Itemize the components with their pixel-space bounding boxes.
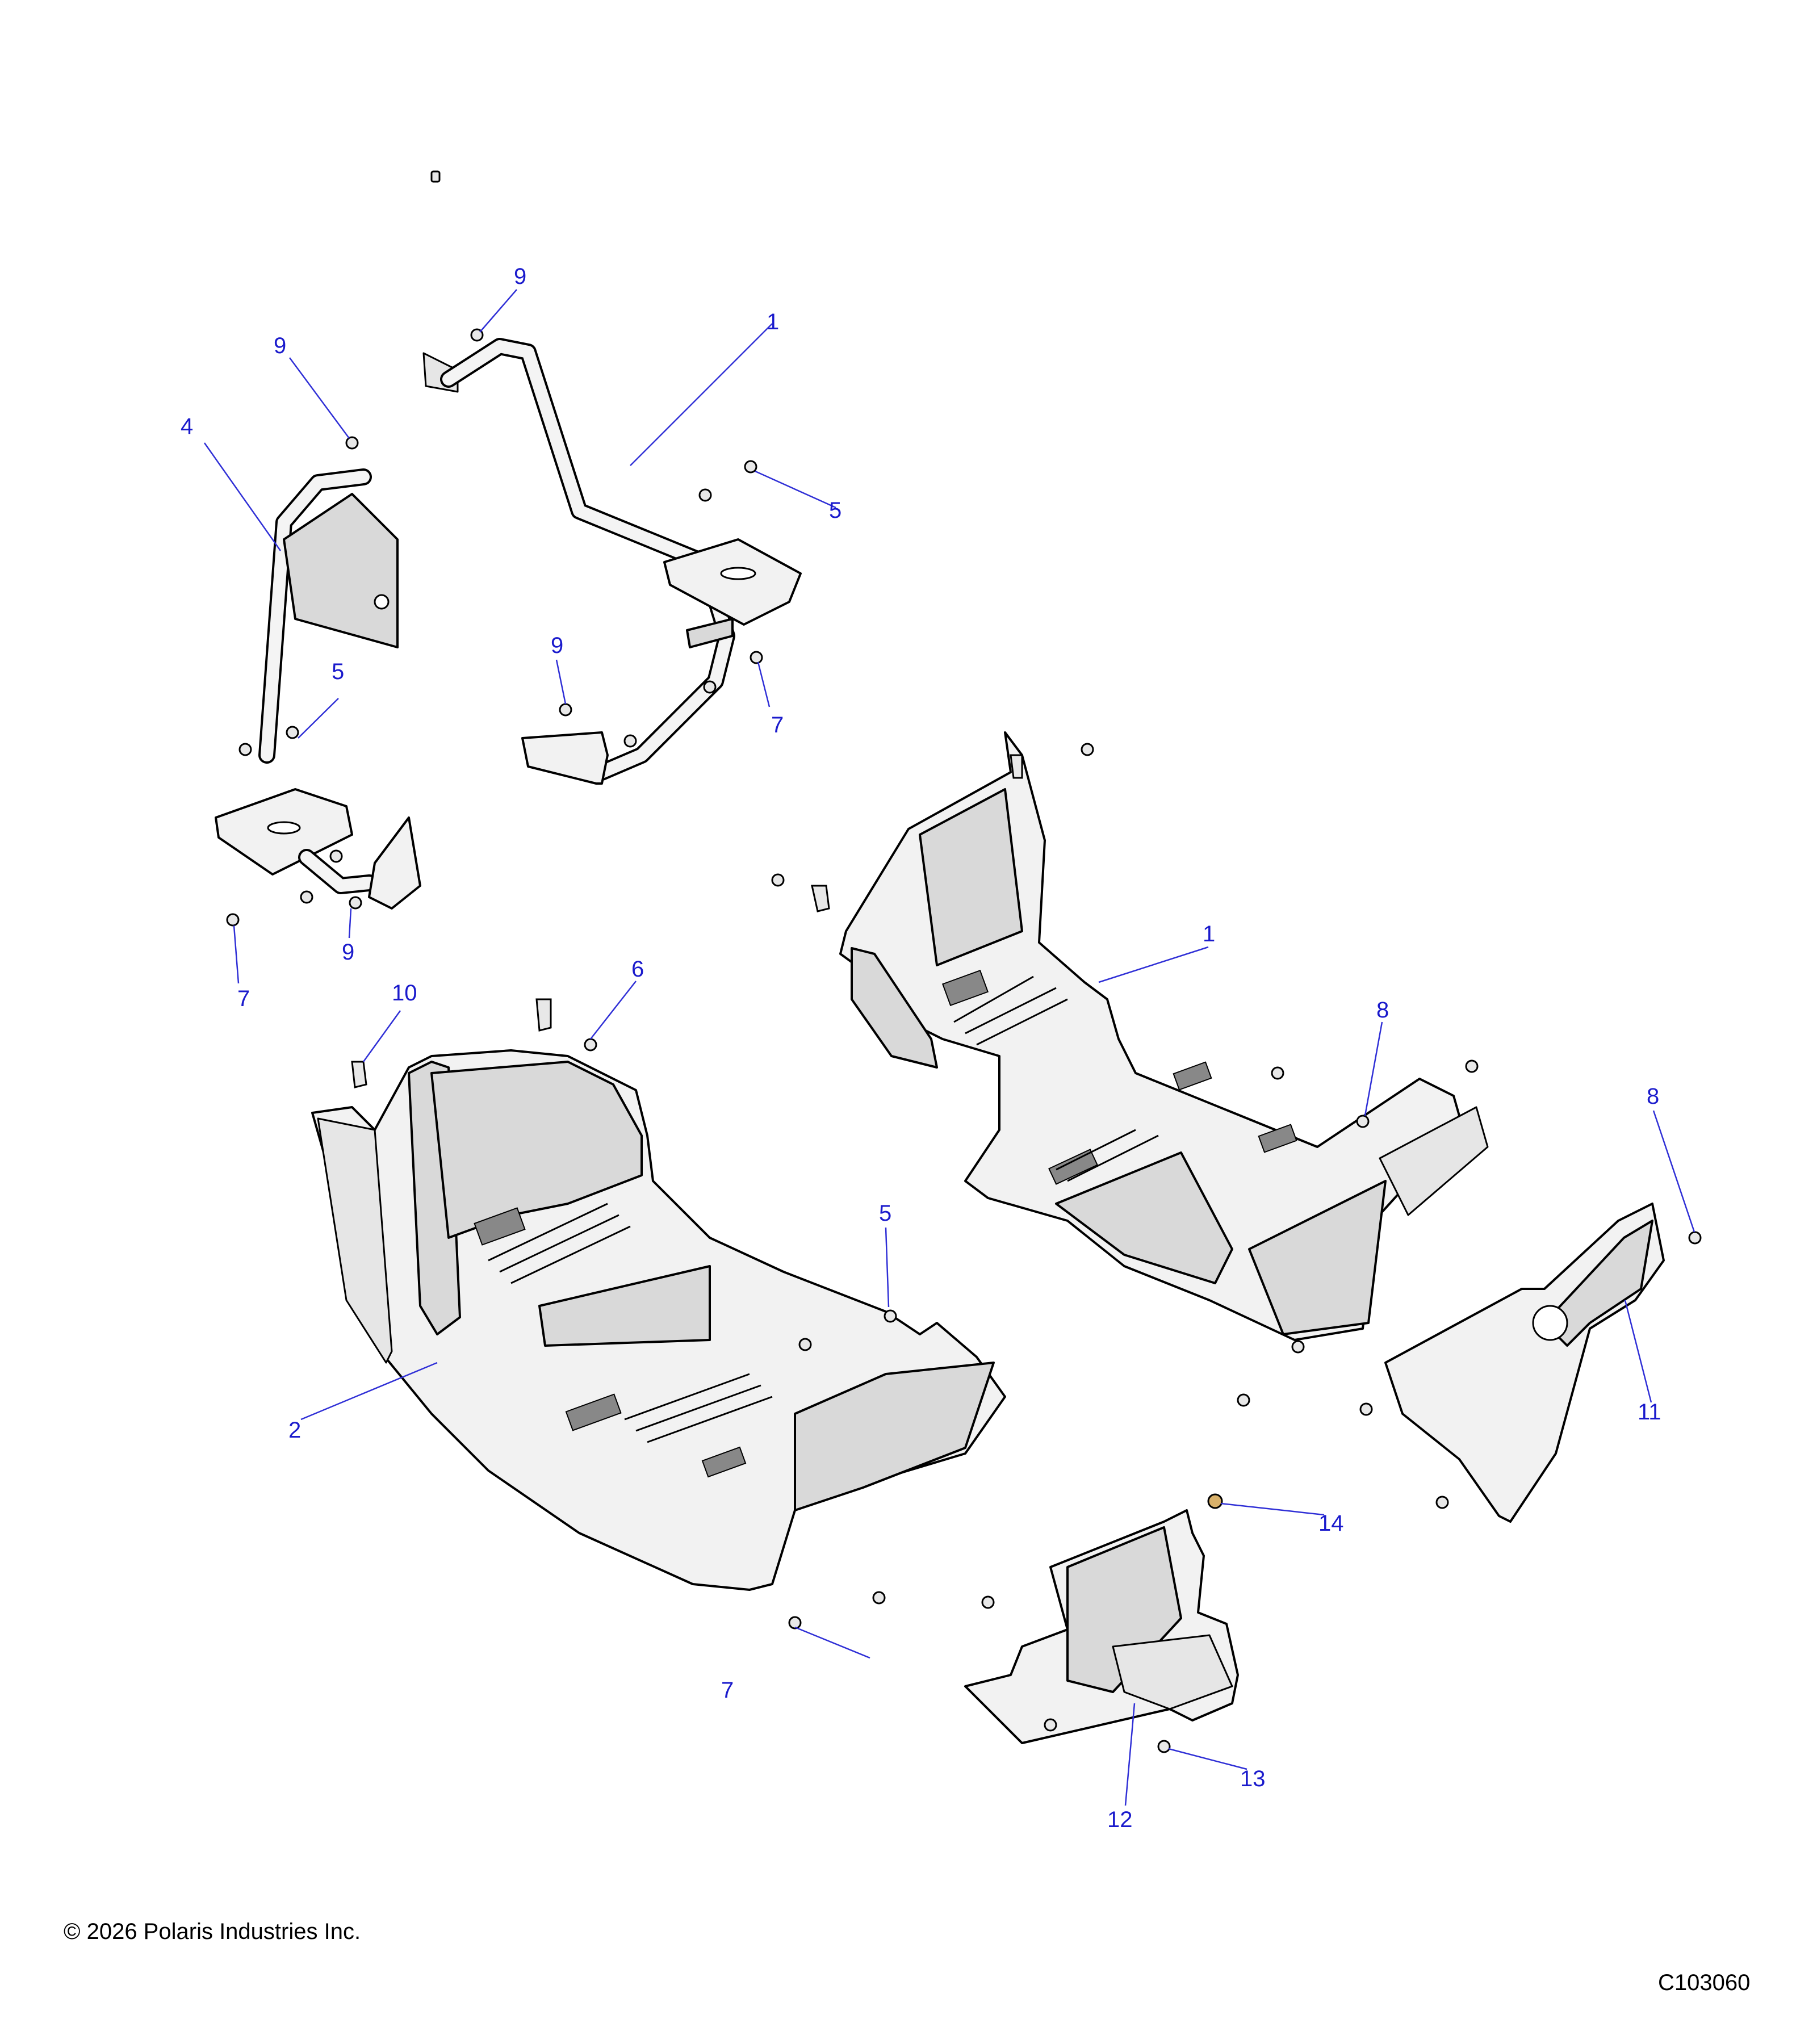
part-12-closeout-panel (964, 1509, 1239, 1744)
clip-parts (351, 754, 1023, 1088)
callout-5-a: 5 (829, 498, 841, 523)
callout-7-b: 7 (237, 986, 250, 1011)
callout-7-c: 7 (721, 1678, 734, 1703)
part-4-support-bracket (215, 468, 421, 910)
part-3-support-bracket (422, 338, 802, 785)
part-11-closeout-panel (1384, 1203, 1665, 1523)
callout-11: 11 (1638, 1400, 1661, 1425)
callout-7-a: 7 (771, 713, 784, 738)
part-2-floor-left (311, 1049, 1006, 1591)
callout-8-a: 8 (1376, 998, 1389, 1023)
leader-lines (203, 289, 1695, 1806)
callout-3: 1 (767, 309, 779, 334)
callout-9-c: 9 (551, 633, 563, 658)
callout-13: 13 (1240, 1766, 1266, 1791)
loose-fastener-top (430, 170, 441, 183)
callout-labels: 1 9 9 4 5 5 9 7 9 7 10 6 1 8 8 5 2 11 14… (181, 264, 1661, 1832)
callout-2: 2 (288, 1418, 301, 1443)
callout-1: 1 (1203, 922, 1215, 946)
callout-9-a: 9 (514, 264, 526, 289)
callout-6: 6 (631, 957, 644, 982)
callout-5-b: 5 (332, 659, 344, 684)
callout-10: 10 (392, 981, 417, 1006)
callout-4: 4 (181, 414, 193, 439)
fasteners (226, 328, 1702, 1753)
callout-14: 14 (1318, 1511, 1344, 1536)
callout-9-b: 9 (274, 333, 286, 358)
part-1-floor-right (839, 731, 1489, 1341)
copyright-notice: © 2026 Polaris Industries Inc. (64, 1919, 361, 1944)
callout-8-b: 8 (1647, 1084, 1659, 1109)
callout-5-c: 5 (879, 1201, 891, 1226)
callout-12: 12 (1107, 1807, 1133, 1832)
drawing-number: C103060 (1658, 1970, 1751, 1995)
callout-9-d: 9 (342, 940, 354, 965)
